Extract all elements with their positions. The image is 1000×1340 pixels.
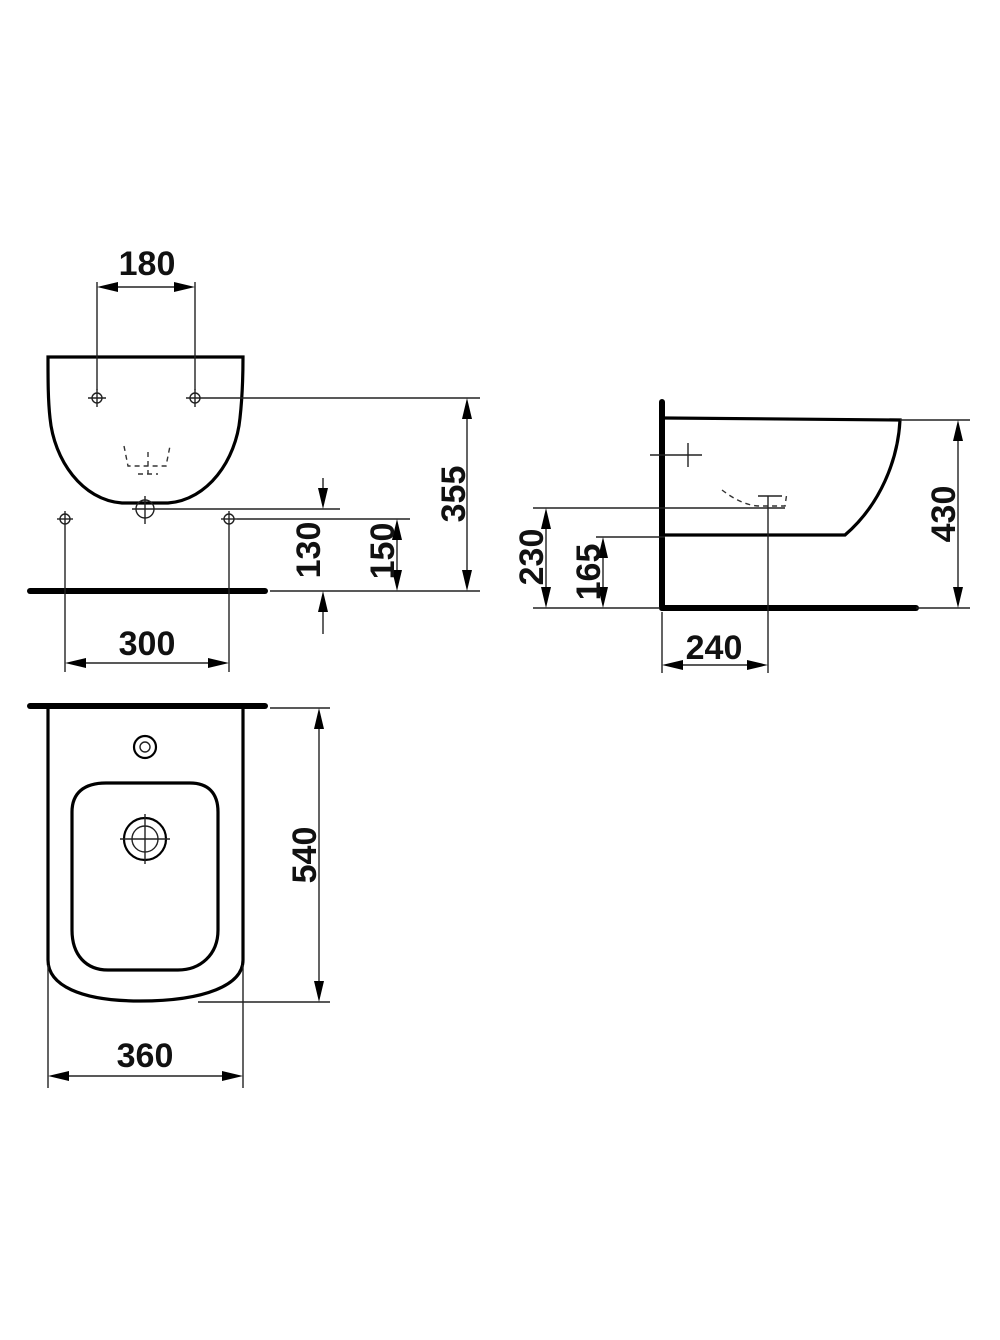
front-view: 180 355 130 150 300 (27, 245, 480, 672)
supply-point-left (57, 511, 73, 527)
dimension-130: 130 (290, 522, 328, 579)
dimension-540: 540 (286, 827, 324, 884)
hidden-trap-side (721, 489, 788, 507)
waste-outlet-front (132, 496, 158, 524)
bowl-outline (70, 781, 220, 972)
fixing-hole-right (186, 389, 204, 407)
dimension-230: 230 (513, 529, 551, 586)
drain-outlet (120, 814, 170, 864)
dimension-180: 180 (119, 245, 176, 283)
supply-point-right (221, 511, 237, 527)
dimension-300: 300 (119, 625, 176, 663)
tap-hole (132, 734, 158, 760)
dimension-165: 165 (570, 544, 608, 601)
dimension-150: 150 (364, 523, 402, 580)
front-view-body-outline (46, 355, 245, 505)
supply-point-side (650, 443, 702, 467)
dimension-430: 430 (925, 486, 963, 543)
side-view-body-outline (664, 416, 902, 537)
top-view: 540 360 (27, 703, 330, 1088)
dimension-360: 360 (117, 1037, 174, 1075)
hidden-trap-front (123, 445, 171, 475)
fixing-hole-left (88, 389, 106, 407)
side-view: 230 165 240 430 (513, 399, 970, 673)
dimension-240: 240 (686, 629, 743, 667)
dimension-355: 355 (435, 466, 473, 523)
top-view-body-outline (46, 709, 245, 1003)
